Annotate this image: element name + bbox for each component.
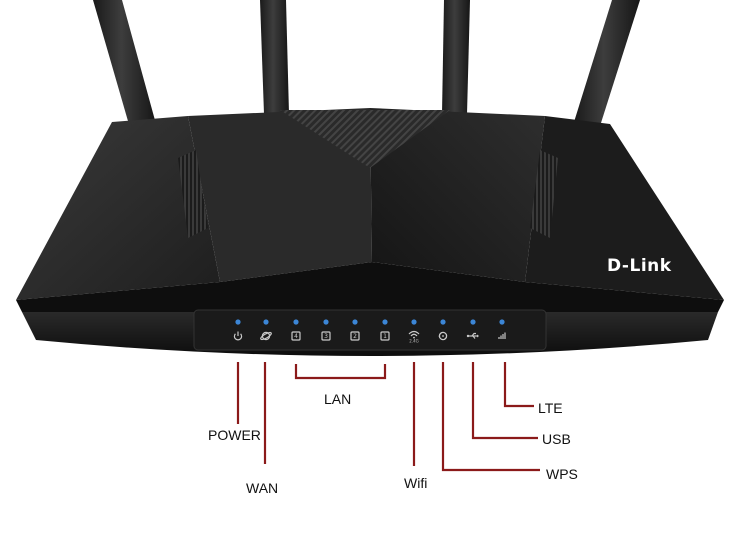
lan-leader-line (294, 364, 387, 380)
wps-icon (438, 331, 448, 341)
led-lan2: 2 (350, 319, 360, 341)
led-light (293, 319, 299, 325)
led-light (440, 319, 446, 325)
antenna (93, 0, 640, 128)
led-light (382, 319, 388, 325)
led-wifi: 2.4G (408, 319, 420, 344)
led-lan1: 1 (380, 319, 390, 341)
lan-port-icon (291, 331, 301, 341)
wifi-band-label: 2.4G (409, 339, 418, 344)
wan-label: WAN (246, 480, 279, 496)
led-light (263, 319, 269, 325)
wps-label: WPS (546, 466, 578, 482)
led-light (411, 319, 417, 325)
wifi-icon (408, 330, 420, 339)
lte-label: LTE (538, 400, 563, 416)
led-light (352, 319, 358, 325)
led-panel (193, 309, 547, 351)
led-lan3: 3 (321, 319, 331, 341)
led-lan4: 4 (291, 319, 301, 341)
usb-icon (466, 332, 479, 339)
led-light (235, 319, 241, 325)
power-icon (233, 331, 243, 341)
led-wps (438, 319, 448, 341)
led-lte (498, 319, 506, 339)
power-label: POWER (208, 427, 261, 443)
led-usb (466, 319, 479, 339)
led-light (499, 319, 505, 325)
led-power (233, 319, 243, 341)
lan-port-icon (350, 331, 360, 341)
led-indicators: 4 3 2 1 2.4G (233, 319, 506, 344)
wps-leader-line (441, 362, 540, 472)
led-light (323, 319, 329, 325)
usb-label: USB (542, 431, 571, 447)
led-wan (260, 319, 272, 341)
signal-bars-icon (498, 332, 506, 339)
lan-port-number: 3 (324, 333, 328, 340)
lan-port-number: 1 (383, 333, 387, 340)
lan-port-icon (380, 331, 390, 341)
callout-leaders (236, 362, 540, 472)
wifi-label: Wifi (404, 475, 428, 491)
lan-port-number: 2 (353, 333, 357, 340)
usb-leader-line (471, 362, 538, 440)
lan-port-icon (321, 331, 331, 341)
brand-logo: D-Link (607, 256, 672, 276)
lan-label: LAN (324, 391, 352, 407)
globe-icon (260, 331, 272, 341)
led-light (470, 319, 476, 325)
lan-port-number: 4 (294, 333, 298, 340)
lte-leader-line (503, 362, 534, 408)
